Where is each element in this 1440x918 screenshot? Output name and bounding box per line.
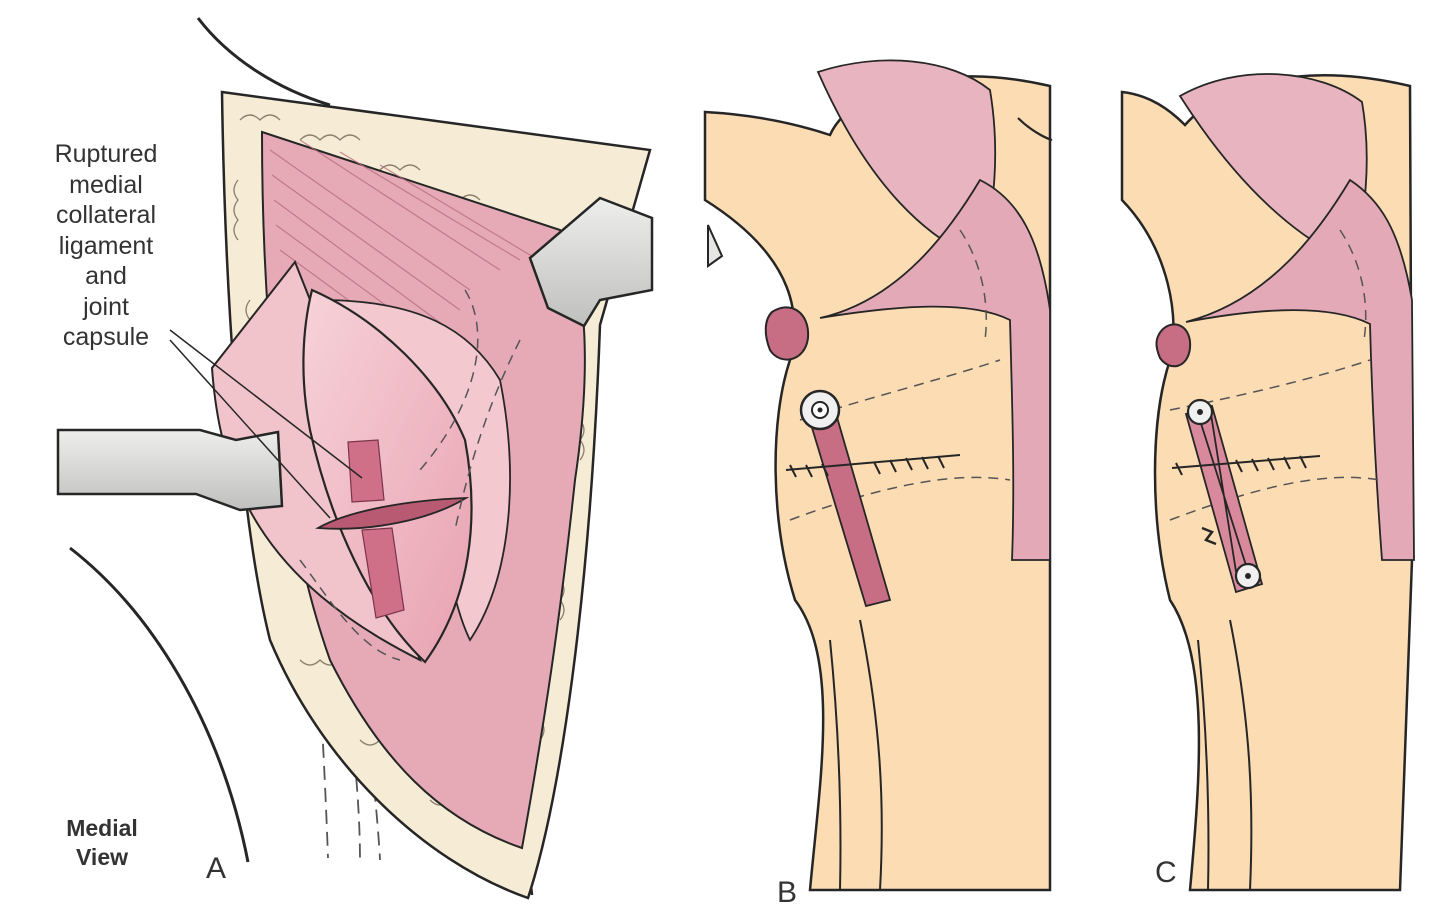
panel-label-c: C <box>1155 856 1177 889</box>
panel-label-a: A <box>206 852 227 885</box>
patellar-tendon-c <box>1185 178 1415 561</box>
suture-icon <box>785 454 961 478</box>
suture-icon <box>1171 455 1321 476</box>
retractor-icon <box>56 428 284 512</box>
bone-screw-icon <box>1234 562 1262 590</box>
bone-screw-icon <box>799 389 841 431</box>
joint-cavity <box>302 288 473 664</box>
ruptured-ligament-upper <box>347 439 385 503</box>
view-label-line: Medial <box>66 815 138 841</box>
annotation-line: and <box>85 262 127 290</box>
ruptured-ligament-lower <box>361 527 405 619</box>
limb-outline-left <box>69 546 250 863</box>
annotation-label: Ruptured medial collateral ligament and … <box>31 139 181 353</box>
annotation-leaders <box>169 329 363 519</box>
leg-outlines-c <box>1197 619 1253 891</box>
hidden-structures <box>299 289 521 661</box>
annotation-line: capsule <box>62 323 150 351</box>
bone-screw-icon <box>1186 398 1214 426</box>
leg-outlines-b <box>829 619 883 891</box>
panel-b-drawing <box>703 59 1053 892</box>
patella-icon <box>764 306 810 361</box>
skin-flap-b <box>707 224 724 268</box>
crimp-clamp <box>1201 526 1217 546</box>
view-label: Medial View <box>42 814 162 872</box>
annotation-line: joint <box>83 292 129 321</box>
capsule-tear <box>314 496 470 530</box>
annotation-line: medial <box>69 170 143 199</box>
patellar-tendon-b <box>819 178 1051 561</box>
retractor-icon <box>528 196 654 328</box>
panel-label-b: B <box>777 876 798 909</box>
figure-eight-suture <box>1197 407 1251 585</box>
hidden-bone-lines <box>317 655 501 871</box>
thigh-outline-b <box>1017 117 1053 142</box>
panel-c-drawing <box>1120 73 1415 892</box>
annotation-line: collateral <box>55 201 157 229</box>
view-label-line: View <box>76 844 128 870</box>
limb-outline-top <box>196 17 331 107</box>
annotation-line: Ruptured <box>54 140 158 168</box>
panel-a-drawing <box>56 17 654 900</box>
patella-icon <box>1155 323 1192 368</box>
annotation-line: ligament <box>58 231 154 260</box>
